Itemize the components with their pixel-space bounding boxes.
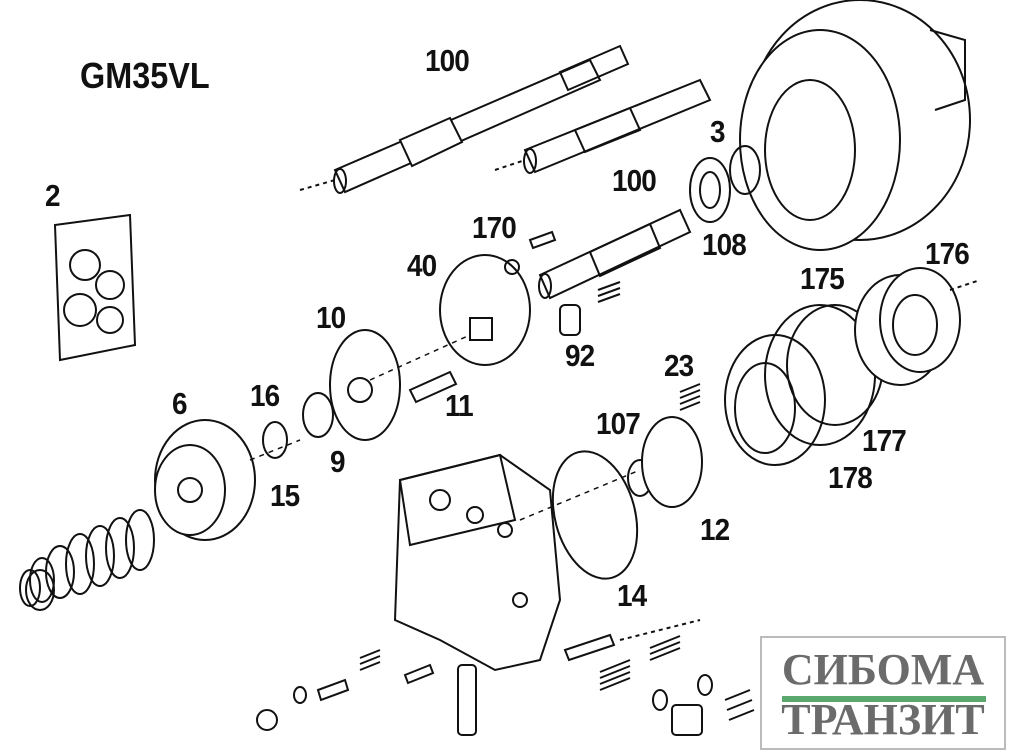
brake-piston	[724, 334, 826, 466]
logo-line1: СИБОМА	[781, 645, 985, 694]
part-label: 170	[472, 210, 517, 245]
part-label: 2	[45, 178, 61, 213]
part-label: 92	[565, 338, 595, 373]
part-label: 175	[800, 261, 845, 296]
piston-11	[408, 370, 458, 404]
part-label: 10	[316, 300, 346, 335]
spring-23	[679, 383, 701, 411]
part-label: 100	[425, 43, 470, 78]
part-label: 23	[664, 348, 694, 383]
logo-divider	[782, 696, 986, 702]
logo-line2: ТРАНЗИТ	[781, 695, 985, 744]
part-label: 15	[270, 478, 300, 513]
part-label: 107	[596, 406, 641, 441]
part-label: 12	[700, 512, 730, 547]
seal-kit-bag-2	[53, 213, 137, 362]
model-title: GM35VL	[80, 55, 210, 96]
housing	[739, 0, 971, 251]
part-label: 108	[702, 227, 747, 262]
part-label: 9	[330, 444, 346, 479]
pin-92	[559, 304, 581, 336]
company-logo: СИБОМА ТРАНЗИТ	[760, 636, 1006, 750]
bearing-108	[689, 157, 731, 223]
shaft-upper	[299, 44, 630, 194]
ball-170	[504, 259, 520, 275]
cylinder-block-6	[154, 419, 256, 541]
shaft-lower	[538, 208, 692, 300]
shaft-middle	[494, 78, 712, 174]
spring-stack	[19, 509, 155, 607]
part-label: 100	[612, 163, 657, 198]
part-label: 16	[250, 378, 280, 413]
plate-40	[439, 254, 531, 366]
part-label: 6	[172, 386, 188, 421]
part-label: 40	[407, 248, 437, 283]
oring-14	[551, 450, 639, 580]
ring-16	[262, 421, 288, 459]
part-label: 178	[828, 460, 873, 495]
part-label: 14	[617, 578, 647, 613]
ring-9	[302, 392, 334, 438]
valve-parts	[25, 569, 755, 736]
plate-10	[329, 329, 401, 441]
valve-body	[393, 453, 562, 672]
disc-176	[879, 267, 961, 373]
seal-3	[729, 145, 761, 195]
plate-12	[641, 416, 703, 508]
part-label: 177	[862, 423, 907, 458]
part-label: 176	[925, 236, 970, 271]
part-label: 11	[445, 388, 474, 423]
part-label: 3	[710, 114, 726, 149]
